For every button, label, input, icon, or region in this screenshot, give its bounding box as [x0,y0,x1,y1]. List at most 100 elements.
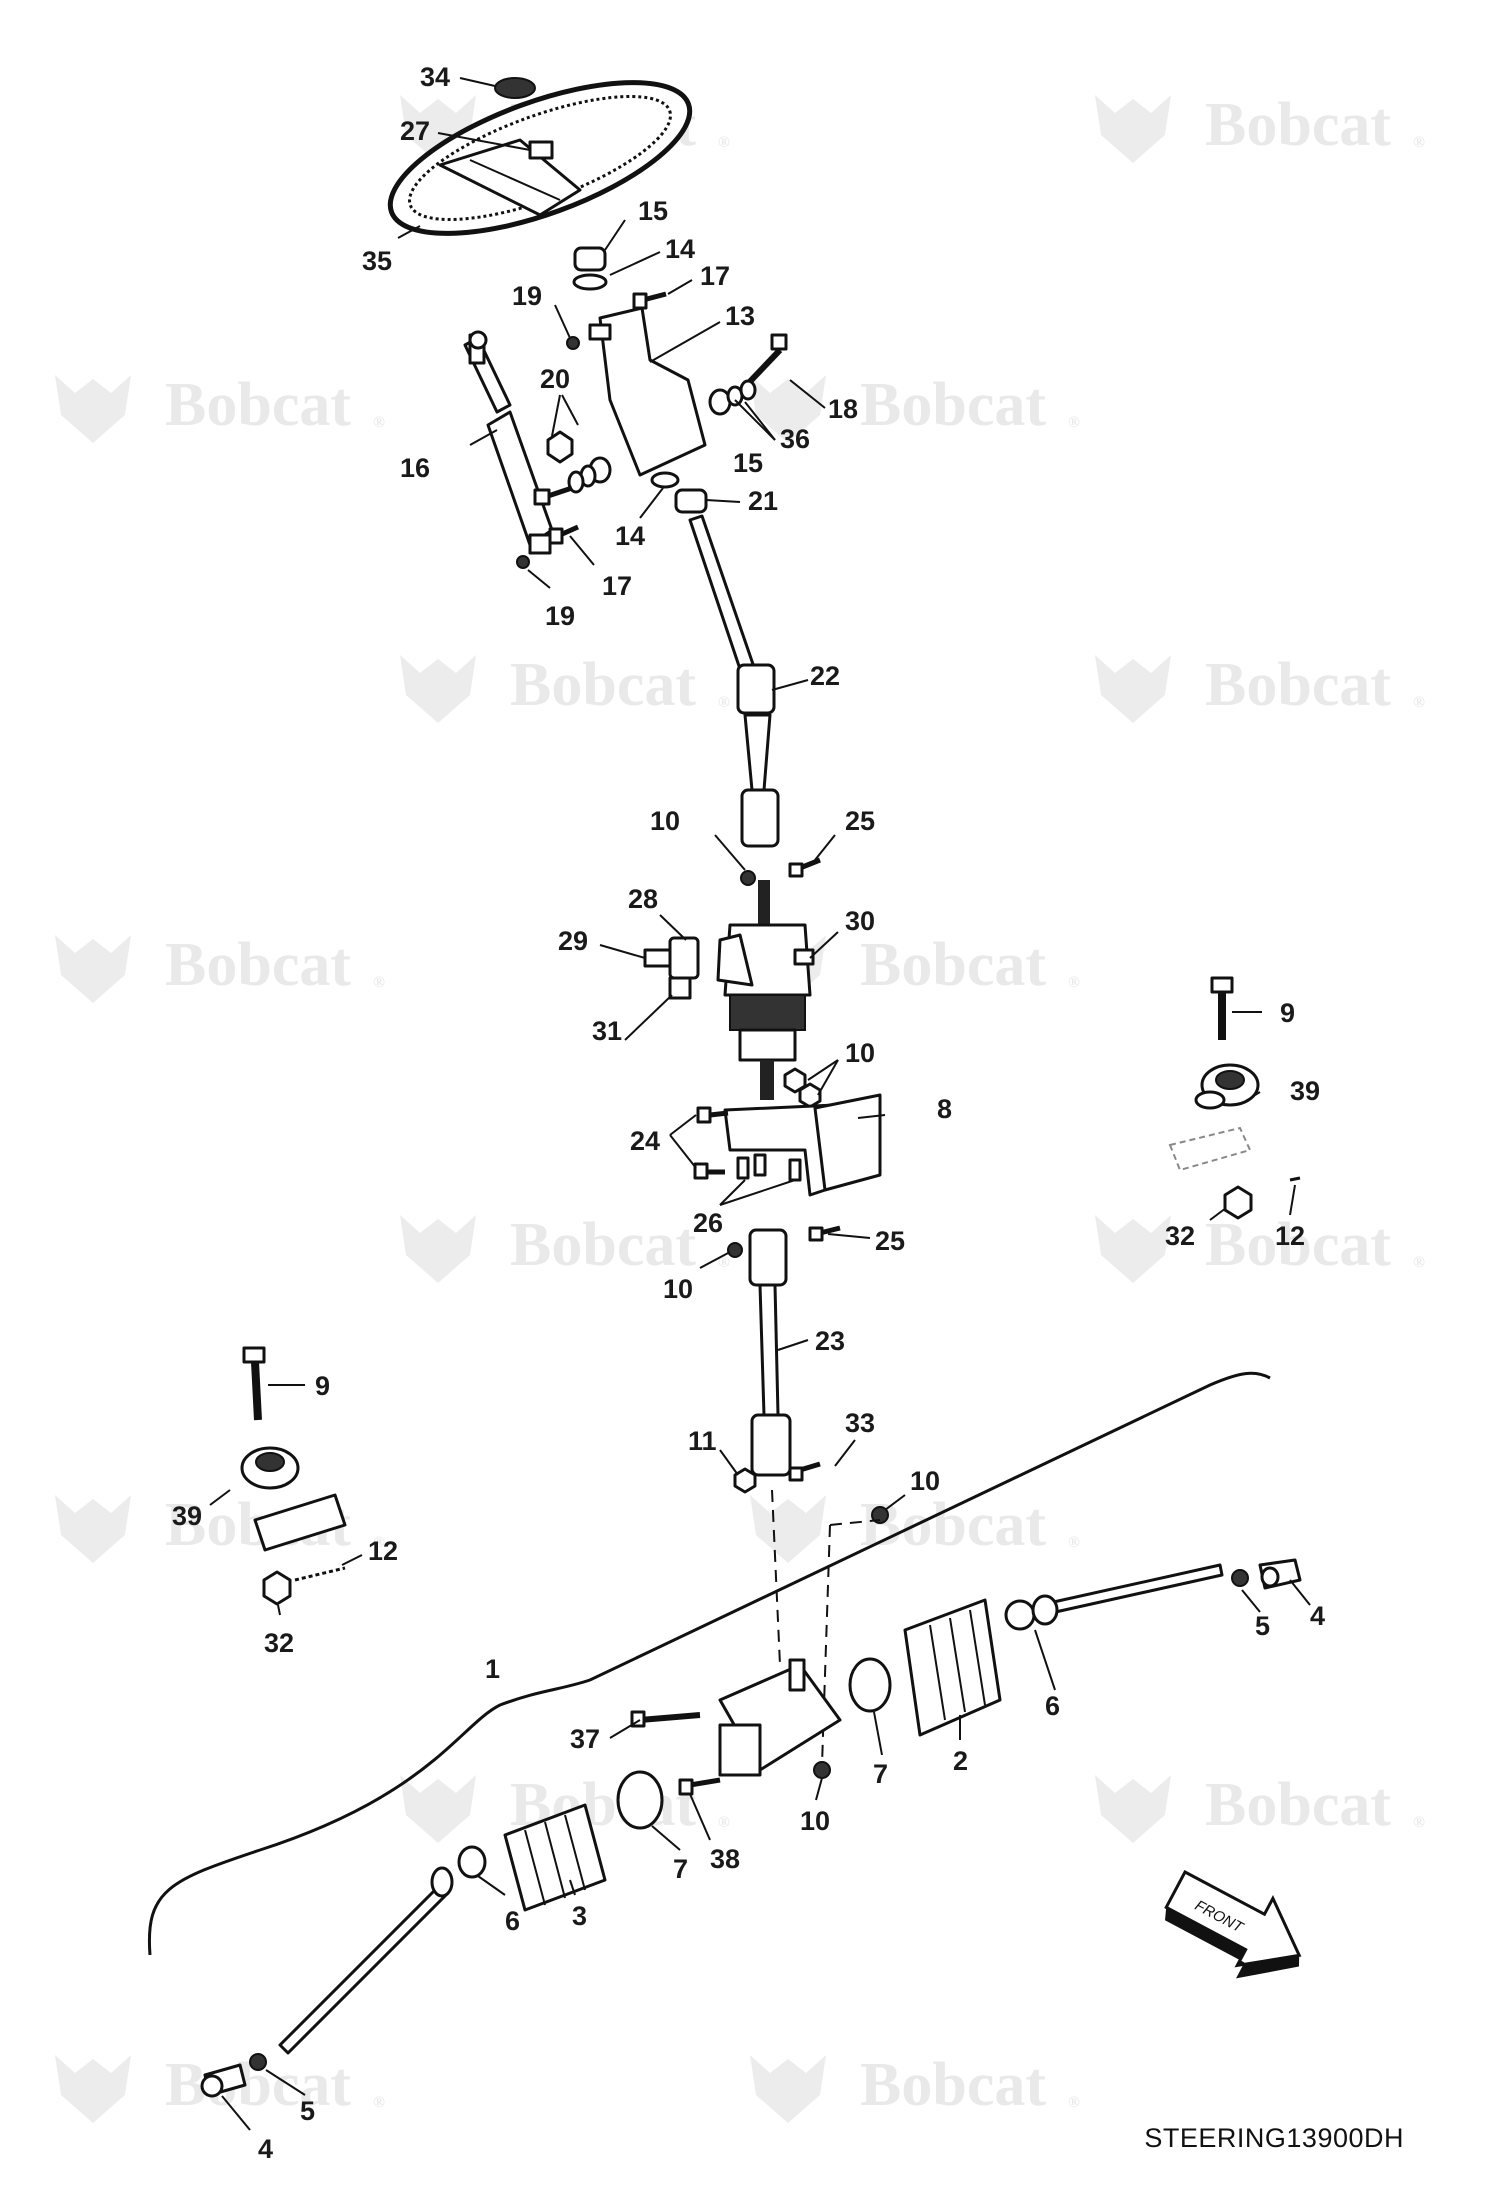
callout-36: 36 [780,424,810,454]
callout-25: 25 [875,1226,905,1256]
callout-24: 24 [630,1126,660,1156]
svg-text:Bobcat: Bobcat [860,371,1046,439]
svg-text:®: ® [373,414,385,431]
callout-14: 14 [615,521,645,551]
callout-15: 15 [638,196,668,226]
hydraulic-fittings [643,936,700,1000]
callout-35: 35 [362,246,392,276]
callout-6: 6 [505,1906,520,1936]
svg-text:®: ® [1413,694,1425,711]
callout-23: 23 [815,1326,845,1356]
callout-15: 15 [733,448,763,478]
svg-text:®: ® [1413,1254,1425,1271]
callout-17: 17 [700,261,730,291]
diagram-code: STEERING13900DH [1144,2123,1404,2153]
callout-6: 6 [1045,1691,1060,1721]
callout-10: 10 [663,1274,693,1304]
svg-text:®: ® [1068,2094,1080,2111]
tilt-bolt-group [708,333,788,416]
nut-10 [727,1242,743,1258]
callout-28: 28 [628,884,658,914]
callout-12: 12 [368,1536,398,1566]
mounting-bracket [693,1093,882,1197]
svg-text:®: ® [373,1534,385,1551]
svg-text:Bobcat: Bobcat [1205,91,1391,159]
callout-30: 30 [845,906,875,936]
callout-12: 12 [1275,1221,1305,1251]
upper-bushing [572,246,608,291]
callout-39: 39 [172,1501,202,1531]
callout-38: 38 [710,1844,740,1874]
callout-5: 5 [300,2096,315,2126]
watermark: Bobcat ® [55,931,385,1003]
svg-text:®: ® [1068,974,1080,991]
svg-text:®: ® [1068,1534,1080,1551]
callout-16: 16 [400,453,430,483]
steering-rack [147,1371,1302,2098]
callout-labels: 34 27 35 15 14 17 19 13 20 18 36 15 16 2… [172,62,1325,2164]
callout-leaders [209,77,1311,2131]
svg-text:®: ® [718,134,730,151]
callout-8: 8 [937,1094,952,1124]
callout-1: 1 [485,1654,500,1684]
callout-32: 32 [264,1628,294,1658]
svg-text:Bobcat: Bobcat [1205,651,1391,719]
callout-4: 4 [1310,1601,1325,1631]
column-bracket [588,306,707,477]
front-arrow: FRONT [1164,1869,1302,1979]
horn-cap [494,77,536,99]
callout-2: 2 [953,1746,968,1776]
callout-7: 7 [673,1854,688,1884]
steering-valve [643,880,815,1100]
callout-19: 19 [512,281,542,311]
watermark: Bobcat ® [1095,651,1425,723]
gas-strut [463,330,554,555]
watermark: Bobcat ® [1095,1211,1425,1283]
nut-19-upper [566,336,580,350]
callout-18: 18 [828,394,858,424]
callout-19: 19 [545,601,575,631]
svg-text:®: ® [373,2094,385,2111]
svg-text:®: ® [1413,1814,1425,1831]
callout-13: 13 [725,301,755,331]
svg-text:Bobcat: Bobcat [510,651,696,719]
lower-bushing [650,471,708,514]
nut-10 [871,1506,889,1524]
callout-4: 4 [258,2134,273,2164]
callout-29: 29 [558,926,588,956]
mount-detail-right [1168,976,1301,1220]
upper-steering-shaft [688,514,821,886]
callout-9: 9 [1280,998,1295,1028]
svg-text:Bobcat: Bobcat [1205,1211,1391,1279]
svg-text:®: ® [718,1254,730,1271]
callout-34: 34 [420,62,450,92]
callout-21: 21 [748,486,778,516]
callout-20: 20 [540,364,570,394]
svg-text:®: ® [1068,414,1080,431]
callout-25: 25 [845,806,875,836]
bolt-17-upper [632,291,667,310]
callout-14: 14 [665,234,695,264]
watermark: Bobcat ® [1095,91,1425,163]
mount-detail-left [240,1346,347,1606]
callout-27: 27 [400,116,430,146]
svg-text:Bobcat: Bobcat [1205,1771,1391,1839]
callout-22: 22 [810,661,840,691]
svg-text:Bobcat: Bobcat [165,931,351,999]
callout-26: 26 [693,1208,723,1238]
callout-9: 9 [315,1371,330,1401]
callout-37: 37 [570,1724,600,1754]
watermark: Bobcat ® [1095,1771,1425,1843]
svg-text:®: ® [373,974,385,991]
svg-text:®: ® [1413,134,1425,151]
nut-10 [740,870,756,886]
nut-10 [798,1082,822,1109]
callout-5: 5 [1255,1611,1270,1641]
callout-7: 7 [873,1759,888,1789]
svg-text:Bobcat: Bobcat [860,2051,1046,2119]
callout-33: 33 [845,1408,875,1438]
watermark: Bobcat ® [55,371,385,443]
wheel-nut [528,140,554,160]
callout-32: 32 [1165,1221,1195,1251]
